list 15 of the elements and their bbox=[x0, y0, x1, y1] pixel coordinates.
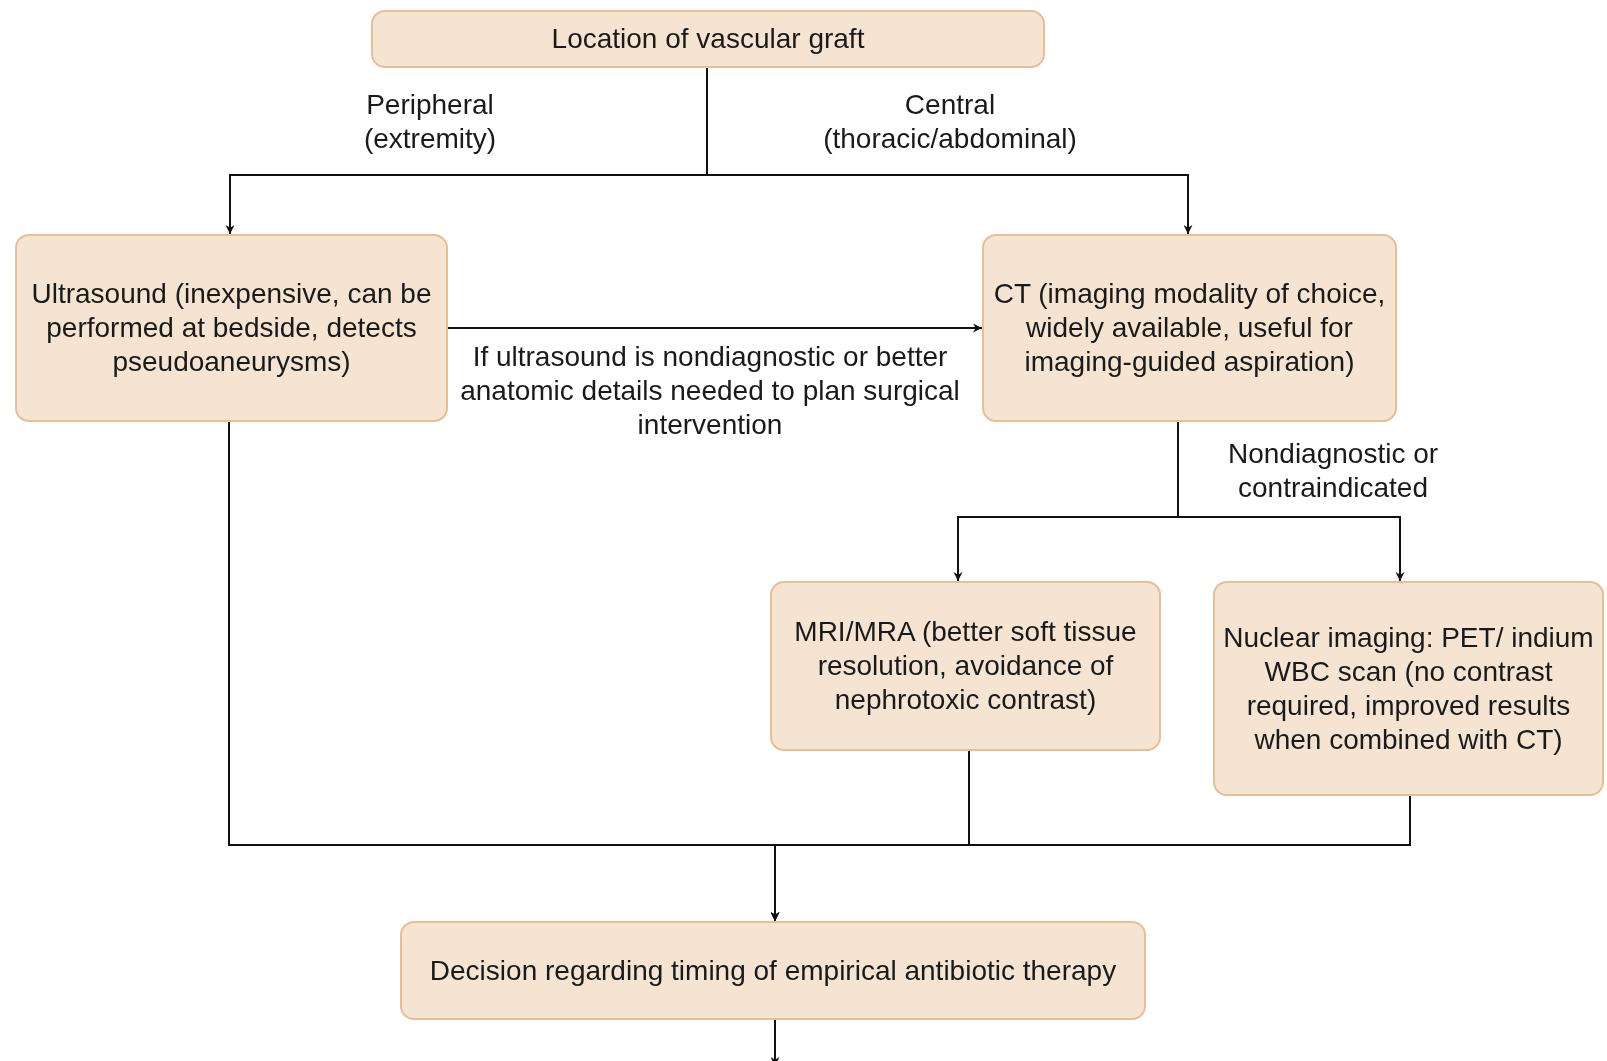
arrow bbox=[770, 1019, 780, 1061]
process-box bbox=[1213, 581, 1604, 796]
process-box bbox=[770, 581, 1161, 751]
arrow bbox=[447, 323, 983, 333]
box-text: Location of vascular graft bbox=[551, 22, 865, 56]
process-box bbox=[15, 234, 448, 422]
process-box bbox=[400, 921, 1146, 1020]
arrow bbox=[770, 795, 1411, 922]
box-text: Ultrasound (inexpensive, can be performed at bedside, detects pseudoaneurysms) bbox=[30, 277, 433, 379]
box-text: Decision regarding timing of empirical antibiotic therapy bbox=[429, 953, 1117, 988]
process-box bbox=[982, 234, 1397, 422]
box-text: Nuclear imaging: PET/ indium WBC scan (no contrast required, improved results when combined with CT) bbox=[1223, 620, 1594, 757]
box-text: CT (imaging modality of choice, widely available, useful for imaging-guided aspiration) bbox=[992, 277, 1387, 379]
process-box bbox=[371, 10, 1045, 68]
box-text: MRI/MRA (better soft tissue resolution, avoidance of nephrotoxic contrast) bbox=[793, 615, 1138, 717]
